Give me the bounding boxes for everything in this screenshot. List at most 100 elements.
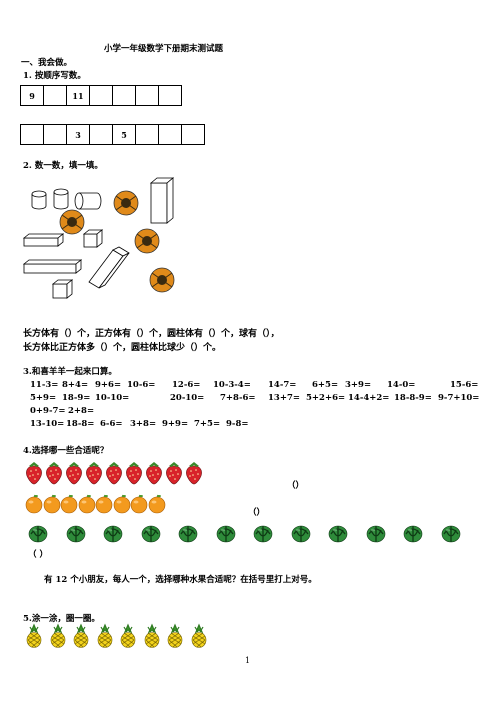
grid-cell[interactable] (44, 125, 67, 144)
question-1-heading: 1. 按顺序写数。 (23, 71, 86, 81)
ball-shape (149, 267, 175, 293)
equation: 14-0= (387, 380, 416, 390)
equation: 5+9= (30, 393, 57, 403)
equation: 5+2+6= (306, 393, 346, 403)
grid-cell[interactable]: 5 (113, 125, 136, 144)
pineapple-icon (97, 623, 112, 648)
cube-shape (82, 229, 104, 248)
grid-cell[interactable]: 11 (67, 86, 90, 105)
equation: 18-9= (62, 393, 91, 403)
answer-paren-2[interactable]: （） (248, 508, 266, 518)
equation: 9+9= (162, 419, 189, 429)
grid-cell[interactable] (159, 86, 182, 105)
ball-shape (134, 228, 160, 254)
grid-cell[interactable] (44, 86, 67, 105)
cuboid-shape (22, 259, 83, 274)
watermelon-icon (28, 525, 48, 543)
grid-cell[interactable] (182, 125, 205, 144)
equation: 12-6= (172, 380, 201, 390)
equation: 3+8= (130, 419, 157, 429)
cuboid-shape (22, 233, 65, 247)
equation: 7+8-6= (220, 393, 256, 403)
equation: 18-8-9= (394, 393, 432, 403)
grid-cell[interactable] (90, 86, 113, 105)
grid-cell[interactable] (136, 125, 159, 144)
watermelon-icon (178, 525, 198, 543)
equation: 6+5= (312, 380, 339, 390)
orange-icon (130, 494, 148, 514)
orange-icon (95, 494, 113, 514)
fill-sentence-1: 长方体有（）个，正方体有（）个，圆柱体有（）个，球有（）， (23, 329, 280, 339)
strawberry-icon (166, 462, 182, 485)
equation: 9-7+10= (438, 393, 480, 403)
equation: 9+6= (95, 380, 122, 390)
ball-shape (59, 209, 85, 235)
strawberry-icon (106, 462, 122, 485)
orange-icon (78, 494, 95, 514)
ball-shape (113, 190, 139, 216)
equation: 18-8= (66, 419, 95, 429)
number-grid-1: 9 11 (20, 85, 182, 106)
equation: 14-7= (268, 380, 297, 390)
watermelon-icon (141, 525, 160, 543)
equation: 13+7= (268, 393, 300, 403)
grid-cell[interactable] (90, 125, 113, 144)
equation: 6-6= (100, 419, 123, 429)
watermelon-icon (403, 525, 423, 543)
watermelon-icon (366, 525, 385, 543)
equation: 3+9= (345, 380, 372, 390)
equation: 10-3-4= (213, 380, 251, 390)
cylinder-shape (53, 188, 69, 210)
fill-sentence-2: 长方体比正方体多（）个，圆柱体比球少（）个。 (23, 343, 222, 353)
watermelon-icon (441, 525, 460, 543)
question-2-heading: 2. 数一数，填一填。 (23, 161, 103, 171)
question-5-heading: 5.涂一涂，圈一圈。 (23, 614, 100, 624)
pineapple-icon (73, 623, 89, 648)
watermelon-icon (253, 525, 273, 543)
question-3-heading: 3.和喜羊羊一起来口算。 (23, 367, 117, 377)
orange-icon (25, 494, 43, 514)
watermelon-icon (216, 525, 235, 543)
equation: 15-6= (450, 380, 479, 390)
orange-icon (148, 494, 165, 514)
equation: 7+5= (194, 419, 221, 429)
equation: 9-8= (226, 419, 249, 429)
watermelon-icon (328, 525, 348, 543)
equation: 11-3= (30, 380, 59, 390)
watermelon-icon (103, 525, 123, 543)
answer-paren-3[interactable]: （ ） (28, 550, 48, 560)
pineapple-icon (120, 623, 136, 648)
equation: 10-10= (95, 393, 130, 403)
page-number: 1 (245, 656, 251, 665)
equation: 0+9-7= (30, 406, 66, 416)
grid-cell[interactable] (159, 125, 182, 144)
equation: 2+8= (68, 406, 95, 416)
cylinder-shape (74, 192, 102, 210)
page-title: 小学一年级数学下册期末测试题 (104, 44, 224, 54)
grid-cell[interactable] (21, 125, 44, 144)
cuboid-shape (88, 246, 130, 289)
pineapple-icon (144, 623, 159, 648)
pineapple-icon (167, 623, 183, 648)
strawberry-icon (26, 462, 42, 485)
strawberry-icon (46, 462, 62, 485)
grid-cell[interactable] (136, 86, 159, 105)
watermelon-icon (66, 525, 85, 543)
answer-paren-1[interactable]: （） (287, 481, 305, 491)
strawberry-icon (86, 462, 102, 485)
cylinder-shape (31, 190, 47, 210)
equation: 20-10= (170, 393, 205, 403)
cube-shape (51, 279, 74, 299)
equation: 13-10= (30, 419, 65, 429)
grid-cell[interactable] (113, 86, 136, 105)
strawberry-icon (126, 462, 142, 485)
equation: 14-4+2= (348, 393, 390, 403)
grid-cell[interactable]: 3 (67, 125, 90, 144)
equation: 8+4= (62, 380, 89, 390)
cuboid-shape (149, 177, 175, 224)
grid-cell[interactable]: 9 (21, 86, 44, 105)
orange-icon (43, 494, 60, 514)
watermelon-icon (291, 525, 310, 543)
pineapple-icon (50, 623, 65, 648)
